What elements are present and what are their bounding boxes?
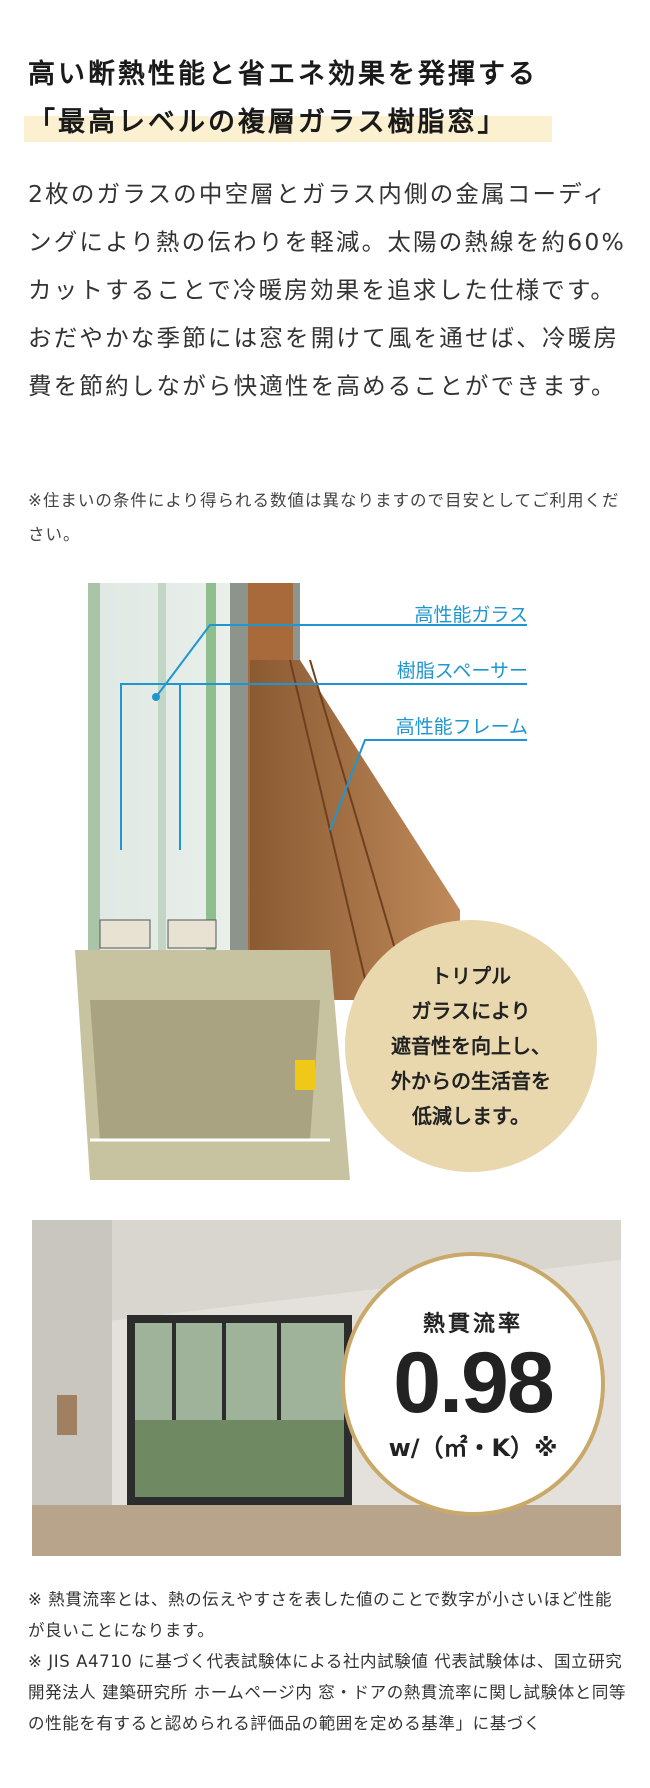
badge-unit: w/（㎡・K）※ [388, 1433, 558, 1462]
label-high-performance-frame: 高性能フレーム [395, 716, 528, 738]
body-text: 2枚のガラスの中空層とガラス内側の金属コーディングにより熱の伝わりを軽減。太陽の… [28, 180, 627, 400]
label-high-performance-glass: 高性能ガラス [414, 604, 528, 626]
label-resin-spacer: 樹脂スペーサー [396, 660, 528, 682]
callout-line: ガラスにより [411, 998, 531, 1023]
diagram-callout-lines [120, 624, 527, 850]
callout-line: 低減します。 [412, 1103, 530, 1128]
badge-label: 熱貫流率 [422, 1311, 523, 1337]
footnote: ※ 熱貫流率とは、熱の伝えやすさを表した値のことで数字が小さいほど性能が良いこと… [28, 1590, 613, 1640]
callout-line: 外からの生活音を [391, 1068, 551, 1093]
heading-highlight [24, 116, 552, 142]
sound-insulation-callout: トリプル ガラスにより 遮音性を向上し、 外からの生活音を 低減します。 [345, 920, 597, 1172]
thermal-transmittance-badge: 熱貫流率 0.98 w/（㎡・K）※ [341, 1252, 605, 1516]
note-text: ※住まいの条件により得られる数値は異なりますので目安としてご利用ください。 [28, 491, 620, 544]
callout-line: トリプル [431, 963, 511, 988]
footnotes: ※ 熱貫流率とは、熱の伝えやすさを表した値のことで数字が小さいほど性能が良いこと… [28, 1584, 628, 1739]
callout-line: 遮音性を向上し、 [391, 1033, 551, 1058]
interior-photo [32, 1220, 621, 1556]
heading-line-2: 「最高レベルの複層ガラス樹脂窓」 [28, 107, 508, 138]
heading-line-1: 高い断熱性能と省エネ効果を発揮する [28, 59, 538, 90]
window-section-diagram [75, 583, 460, 1180]
footnote: ※ JIS A4710 に基づく代表試験体による社内試験値 代表試験体は、国立研… [28, 1652, 627, 1733]
badge-value: 0.98 [393, 1334, 554, 1431]
